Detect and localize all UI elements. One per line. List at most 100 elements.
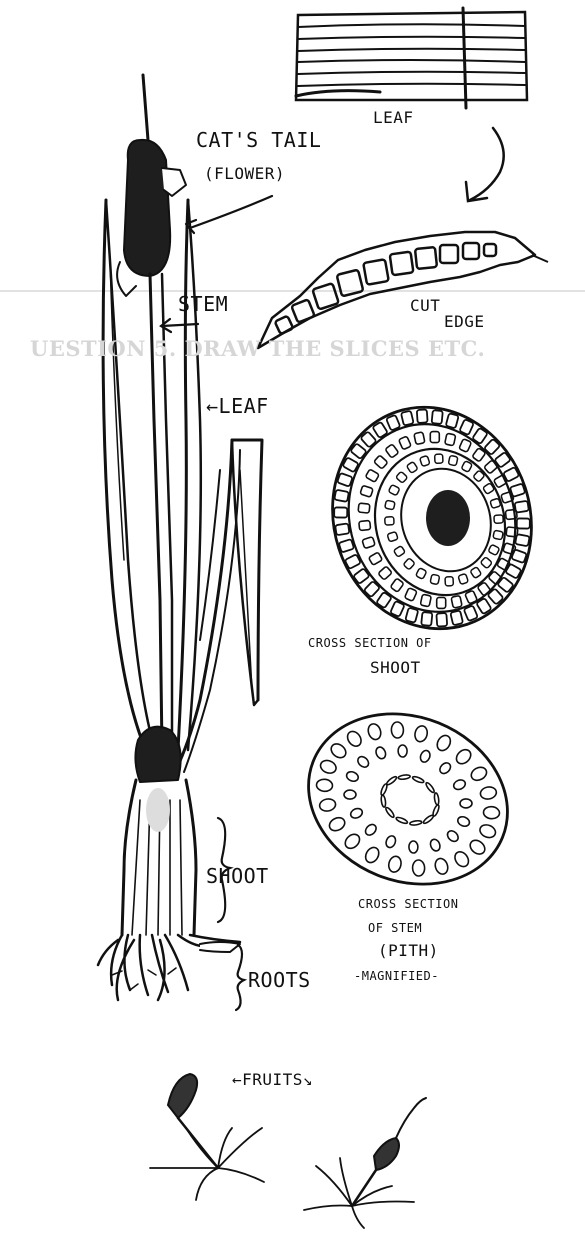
cell-mark [435, 454, 443, 463]
cell-mark [460, 799, 472, 808]
cross-section-shoot-label-line2: SHOOT [370, 660, 421, 676]
cell-mark [391, 722, 404, 739]
cell-mark [438, 761, 453, 776]
cell-mark [425, 782, 436, 794]
edge-label: EDGE [444, 314, 485, 330]
cell-mark [469, 765, 489, 783]
cell-mark [381, 795, 387, 807]
cell-mark [422, 814, 434, 825]
cell-mark [464, 605, 478, 621]
cell-mark [436, 613, 447, 627]
cut-label: CUT [410, 298, 440, 314]
roots-label: ROOTS [248, 970, 311, 990]
cell-mark [454, 747, 474, 767]
cell-mark [410, 820, 422, 826]
cell-mark [337, 473, 353, 487]
cell-mark [360, 485, 373, 497]
watermark-text: UESTION 5. DRAW THE SLICES ETC. [30, 338, 485, 359]
cell-mark [420, 594, 431, 607]
cell-mark [387, 532, 398, 542]
cell-mark [334, 507, 347, 517]
cell-mark [374, 746, 387, 761]
cell-mark [374, 455, 388, 469]
cell-mark [335, 523, 349, 535]
cell-mark [445, 433, 456, 446]
cell-mark [517, 518, 530, 528]
cell-mark [406, 461, 418, 473]
cross-section-stem-label-line2: OF STEM [368, 922, 422, 934]
cell-mark [385, 806, 396, 818]
cell-mark [448, 455, 458, 465]
cell-mark [385, 500, 395, 510]
cell-mark [490, 498, 501, 508]
cell-mark [409, 841, 418, 853]
cell-mark [403, 558, 415, 570]
cell-mark [327, 815, 347, 833]
cell-mark [420, 455, 430, 466]
cell-mark [458, 573, 468, 584]
cell-mark [416, 568, 427, 580]
cell-mark [435, 733, 453, 753]
cell-mark [437, 597, 446, 608]
fruits-drawing [150, 1074, 426, 1228]
cell-mark [479, 786, 497, 801]
cross-section-stem-label-line1: CROSS SECTION [358, 898, 458, 910]
cell-mark [393, 546, 405, 558]
cell-mark [319, 798, 337, 813]
leaf-side-label: ←LEAF [206, 396, 269, 416]
cell-mark [452, 849, 471, 869]
cell-mark [363, 845, 381, 865]
cell-mark [366, 722, 383, 741]
cell-mark [349, 807, 364, 820]
cell-mark [384, 834, 397, 848]
cell-mark [388, 484, 400, 495]
cell-mark [362, 537, 375, 549]
cross-section-shoot-label-line1: CROSS SECTION OF [308, 637, 432, 649]
cell-mark [358, 503, 370, 513]
cell-mark [365, 469, 379, 482]
cell-mark [450, 610, 463, 625]
cell-mark [385, 444, 399, 458]
cell-mark [399, 436, 412, 450]
cell-mark [413, 725, 428, 743]
cell-mark [412, 860, 425, 877]
cell-mark [452, 778, 467, 791]
cell-mark [456, 815, 470, 828]
cell-mark [446, 413, 459, 428]
cell-mark [445, 577, 453, 586]
cell-mark [395, 816, 408, 824]
cell-mark [387, 855, 402, 873]
cell-mark [468, 838, 488, 857]
cell-mark [356, 754, 371, 769]
fruits-label: ←FRUITS↘ [232, 1072, 313, 1088]
arrow-leaf-to-cut [466, 128, 504, 201]
cell-mark [430, 432, 439, 443]
cell-mark [421, 612, 432, 626]
cell-mark [459, 419, 474, 435]
cell-mark [339, 539, 354, 553]
cell-mark [412, 775, 425, 783]
cross-section-stem-label-line4: -MAGNIFIED- [354, 970, 439, 982]
cell-mark [386, 415, 400, 431]
cell-mark [390, 578, 404, 592]
cell-mark [316, 779, 333, 793]
cell-mark [396, 471, 408, 483]
cell-mark [451, 595, 462, 608]
flower-label: (FLOWER) [204, 166, 285, 182]
cell-mark [430, 574, 440, 584]
cell-mark [459, 439, 472, 453]
cell-mark [359, 520, 371, 530]
cell-mark [334, 490, 349, 502]
cell-mark [345, 770, 359, 783]
cell-mark [494, 515, 503, 523]
cross-section-stem-label-line3: (PITH) [378, 943, 439, 959]
cell-mark [414, 432, 425, 445]
cats-tail-label: CAT'S TAIL [196, 130, 321, 150]
cell-mark [363, 822, 378, 837]
cattail-plant-drawing [98, 75, 262, 1000]
cell-mark [470, 567, 482, 579]
leaf-top-label: LEAF [373, 110, 414, 126]
cell-mark [488, 544, 500, 555]
